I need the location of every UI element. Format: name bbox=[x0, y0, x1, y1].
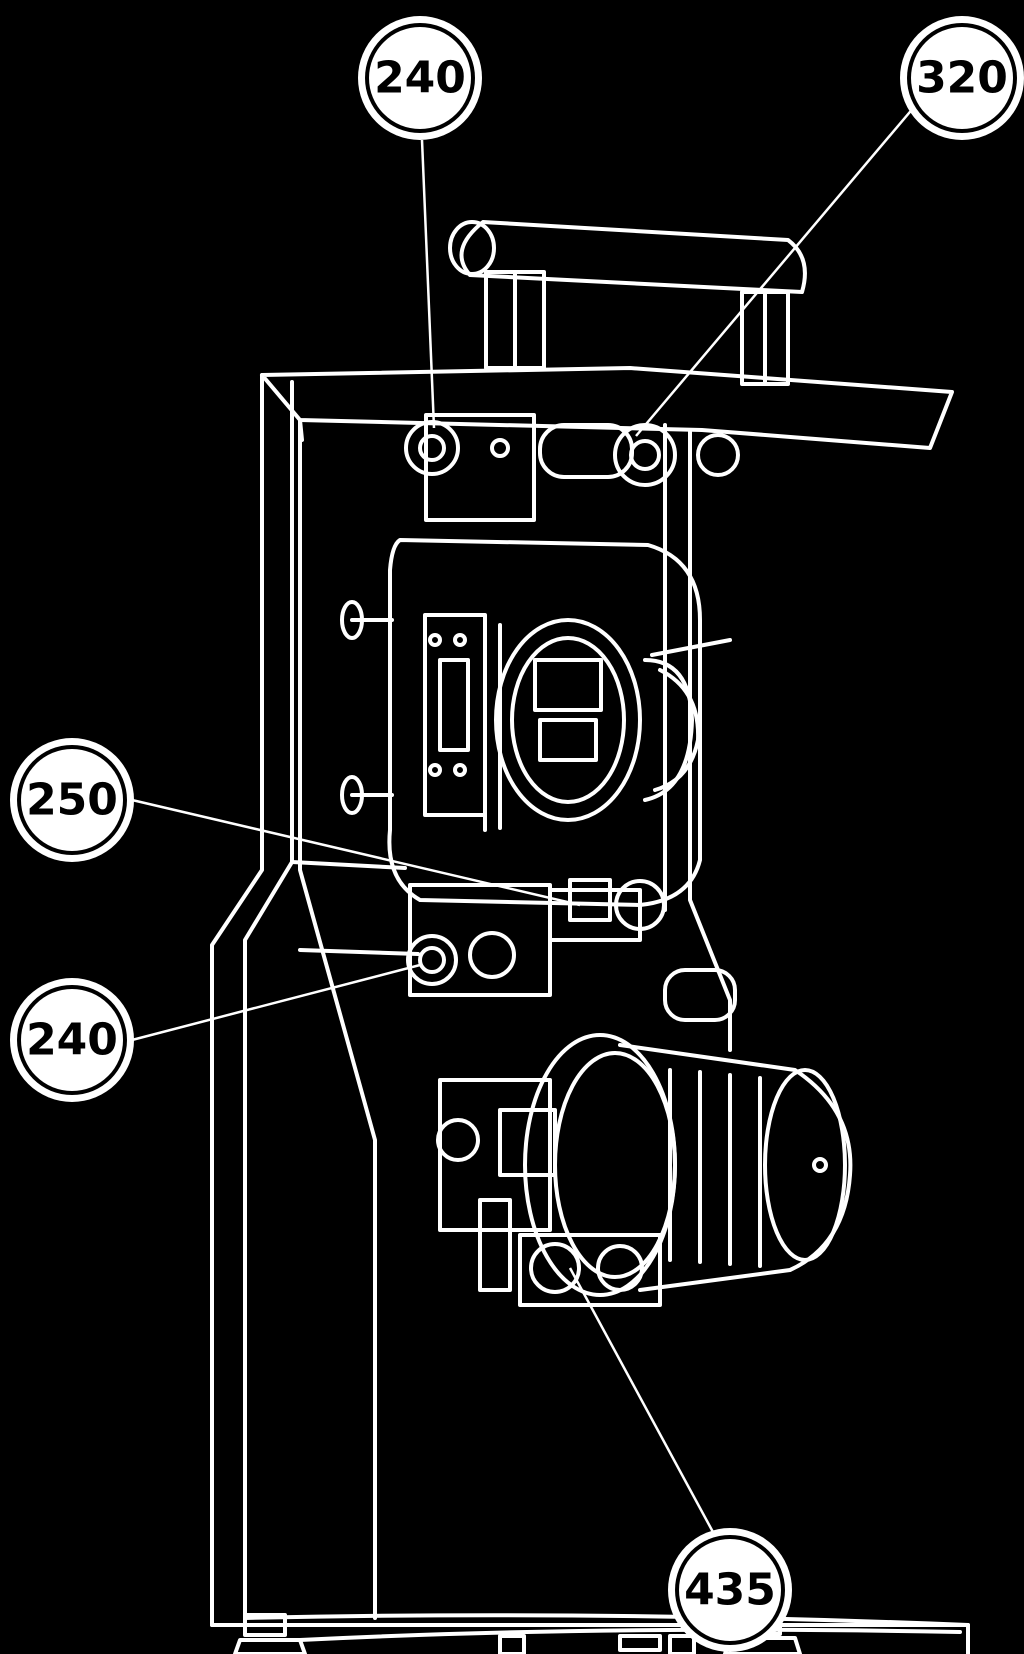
leader-240-bottom bbox=[131, 963, 421, 1042]
callout-label: 240 bbox=[374, 53, 466, 104]
base-plate bbox=[210, 1613, 970, 1654]
leveling-feet bbox=[233, 1610, 802, 1654]
callout-240-bottom: 240 bbox=[10, 978, 134, 1102]
side-knobs bbox=[340, 600, 394, 815]
leader-435 bbox=[568, 1267, 722, 1546]
callout-label: 250 bbox=[26, 775, 118, 826]
leader-lines bbox=[131, 99, 921, 1546]
lower-valve-block bbox=[406, 878, 737, 1022]
bottom-manifold bbox=[478, 1198, 662, 1307]
callout-label: 320 bbox=[916, 53, 1008, 104]
carry-handle bbox=[448, 220, 807, 386]
right-frame bbox=[663, 423, 732, 1052]
leader-320 bbox=[635, 99, 921, 437]
callout-320: 320 bbox=[900, 16, 1024, 140]
leader-250 bbox=[131, 798, 581, 907]
callout-label: 435 bbox=[684, 1565, 776, 1616]
pump-motor bbox=[436, 1033, 853, 1297]
machine-drawing bbox=[210, 220, 970, 1654]
top-shelf bbox=[260, 366, 954, 450]
callout-435: 435 bbox=[668, 1528, 792, 1652]
callout-240-top: 240 bbox=[358, 16, 482, 140]
callout-250: 250 bbox=[10, 738, 134, 862]
callout-label: 240 bbox=[26, 1015, 118, 1066]
left-frame bbox=[210, 373, 420, 1627]
leader-240-top bbox=[420, 139, 436, 429]
controller-housing bbox=[387, 538, 732, 907]
